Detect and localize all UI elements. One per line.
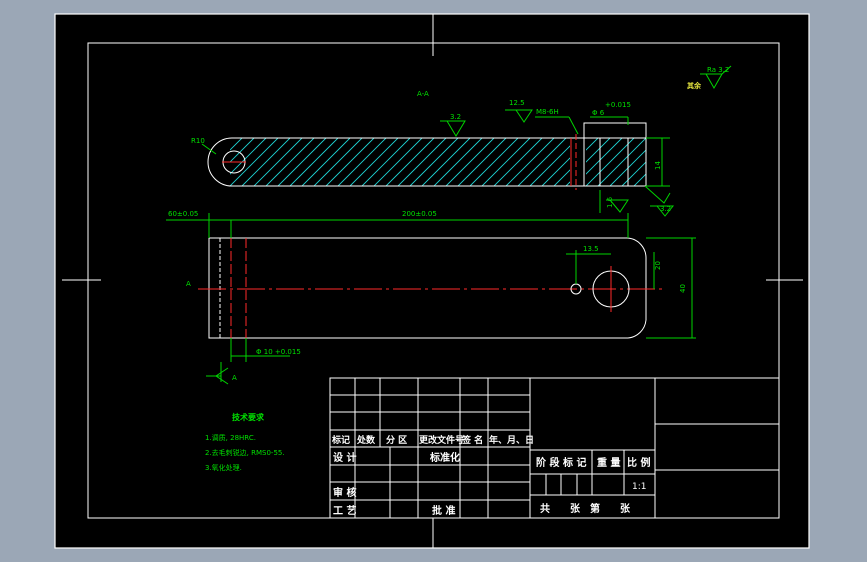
scale-value: 1:1 — [632, 482, 646, 492]
hatch-line — [586, 138, 599, 151]
section-end-block — [583, 122, 647, 187]
review-label: 审 核 — [333, 486, 356, 499]
bottom-bore-dim: Φ 10 +0.015 — [256, 348, 301, 356]
hatch-line — [586, 138, 623, 175]
hatch-line — [277, 138, 327, 186]
scale-label: 比 例 — [627, 456, 650, 469]
hatch-line — [337, 138, 387, 186]
height-inner-dim: 20 — [654, 261, 662, 270]
hatch-line — [493, 138, 543, 186]
rev-header-mark: 标记 — [331, 434, 350, 446]
finish-rest-label: 其余 — [687, 81, 702, 90]
hatch-line — [529, 145, 570, 186]
weight-label: 重 量 — [597, 456, 620, 469]
finish-symbol-face — [440, 120, 466, 137]
front-dimensions: 60±0.05 200±0.05 13.5 40 20 Φ 10 +0.015 … — [166, 210, 696, 385]
hatch-line — [289, 138, 339, 186]
hatch-line — [421, 138, 471, 186]
hatch-line — [553, 169, 570, 186]
sheets-label: 共 张 第 张 — [540, 502, 631, 515]
hatch-line — [609, 149, 646, 186]
finish-symbol-bore — [505, 109, 533, 123]
hatch-line — [586, 138, 611, 163]
height-outer-dim: 40 — [679, 284, 687, 293]
title-block: 标记 处数 分 区 更改文件号 签 名 年、月、日 设 计 标准化 审 核 工 … — [329, 377, 780, 519]
hatch-line — [457, 138, 507, 186]
finish-groove-value: 3.2 — [660, 205, 671, 213]
front-view — [198, 237, 662, 339]
approve-label: 批 准 — [432, 504, 455, 517]
hatch-line — [517, 138, 567, 186]
section-hatch-right — [586, 138, 646, 186]
section-height: 14 — [654, 161, 662, 170]
hatch-line — [481, 138, 531, 186]
hatch-line — [445, 138, 495, 186]
section-view — [207, 122, 647, 190]
ref-a-label: A — [232, 374, 237, 382]
hatch-line — [313, 138, 363, 186]
stage-mark-label: 阶 段 标 记 — [536, 456, 586, 469]
right-hole-tol: +0.015 — [605, 101, 631, 109]
overall-length-dim: 200±0.05 — [402, 210, 437, 218]
hatch-line — [230, 138, 279, 186]
note-1: 1.调质, 28HRC. — [205, 433, 256, 442]
hatch-line — [586, 138, 635, 186]
hatch-line — [373, 138, 423, 186]
section-outline — [207, 137, 585, 187]
finish-symbol-groove — [650, 205, 675, 217]
hatch-line — [505, 138, 555, 186]
section-ref-left: A — [186, 280, 191, 288]
hatch-line — [265, 138, 315, 186]
note-2: 2.去毛刺锐边, RMS0-55. — [205, 448, 285, 457]
section-annotations: A-A 3.2 12.5 M8-6H Φ 6 +0.015 14 3.2 1.6… — [191, 90, 675, 217]
hatch-line — [241, 138, 291, 186]
right-hole-label: Φ 6 — [592, 109, 605, 117]
hatch-line — [433, 138, 483, 186]
finish-face-value: 3.2 — [450, 113, 461, 121]
hatch-line — [230, 138, 243, 151]
process-label: 工 艺 — [333, 504, 356, 517]
rev-header-sign: 签 名 — [461, 434, 483, 446]
hatch-line — [349, 138, 399, 186]
front-outline — [208, 237, 647, 339]
chamfer-label: R10 — [191, 137, 205, 145]
hatch-line — [541, 157, 570, 186]
technical-notes: 技术要求 1.调质, 28HRC. 2.去毛刺锐边, RMS0-55. 3.氧化… — [205, 412, 285, 472]
section-label: A-A — [417, 90, 429, 98]
hatch-line — [361, 138, 411, 186]
hatch-line — [621, 161, 646, 186]
finish-symbol-general: Ra 3.2 其余 — [687, 65, 732, 90]
rev-header-zone: 分 区 — [386, 434, 407, 446]
section-hatch — [230, 138, 570, 186]
note-3: 3.氧化处理. — [205, 463, 242, 472]
hole-offset-dim: 13.5 — [583, 245, 599, 253]
left-offset-dim: 60±0.05 — [168, 210, 198, 218]
design-label: 设 计 — [333, 451, 356, 464]
hatch-line — [230, 138, 255, 163]
sheet-border — [54, 13, 810, 549]
hatch-line — [301, 138, 351, 186]
rev-header-date: 年、月、日 — [489, 434, 534, 446]
hatch-line — [633, 173, 646, 186]
hatch-line — [469, 138, 519, 186]
hatch-line — [597, 138, 646, 186]
rev-header-count: 处数 — [356, 434, 376, 446]
hatch-line — [385, 138, 435, 186]
notes-heading: 技术要求 — [232, 412, 265, 422]
hatch-line — [397, 138, 447, 186]
hatch-line — [325, 138, 375, 186]
finish-other-value: Ra 3.2 — [707, 66, 729, 74]
hatch-line — [253, 138, 303, 186]
hatch-line — [409, 138, 459, 186]
step-label: 1.6 — [606, 196, 614, 208]
finish-bore-value: 12.5 — [509, 99, 525, 107]
groove-label: M8-6H — [536, 108, 559, 116]
rev-header-docno: 更改文件号 — [419, 434, 464, 446]
standardization-label: 标准化 — [429, 451, 460, 464]
